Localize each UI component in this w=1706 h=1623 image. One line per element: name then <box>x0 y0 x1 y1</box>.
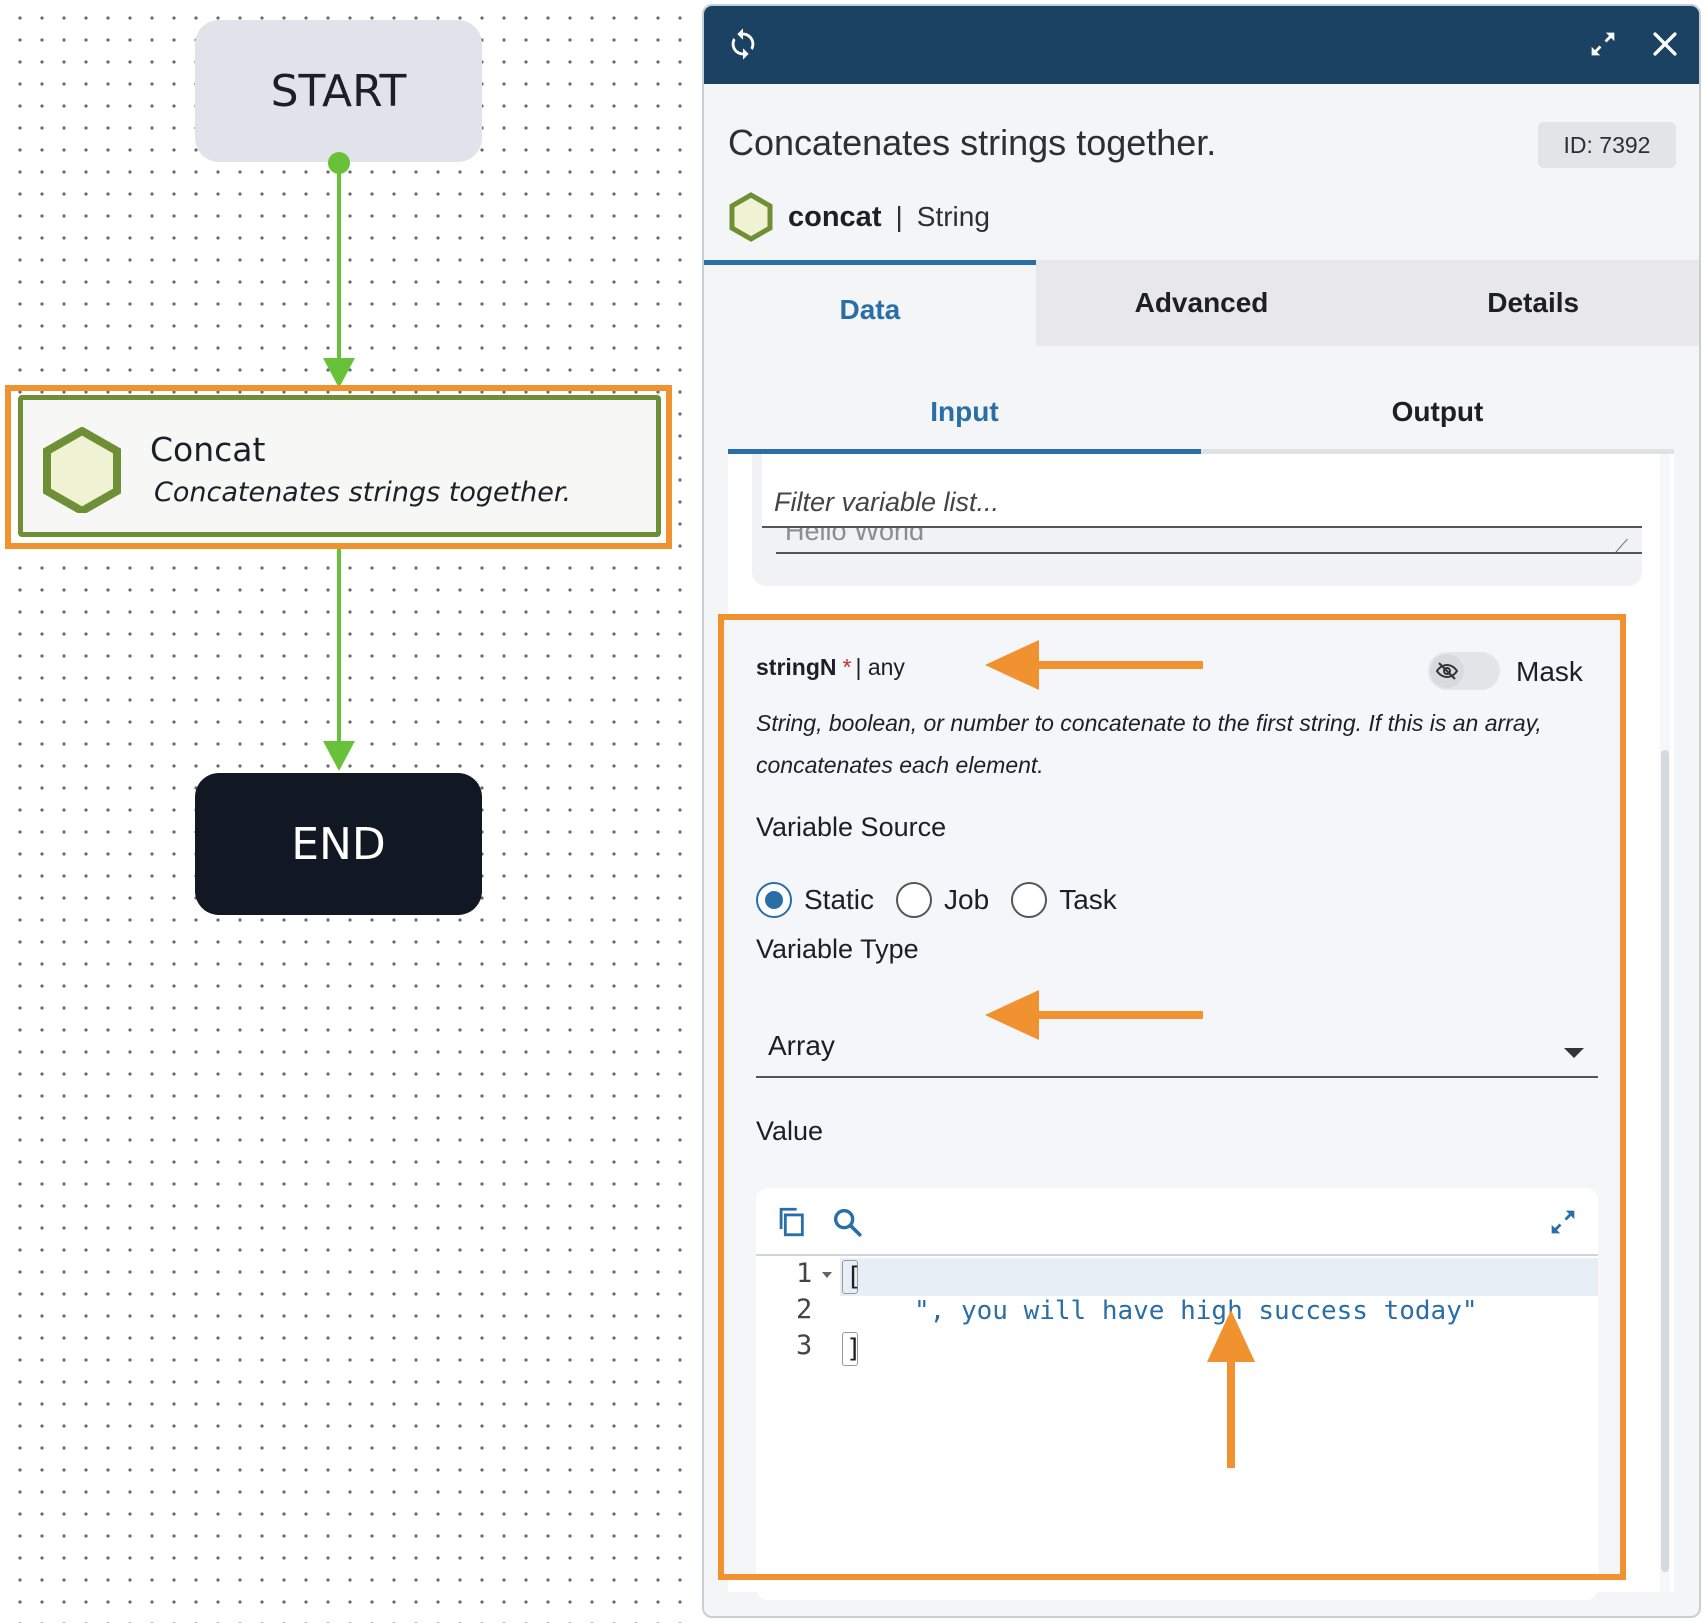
variable-type-value: Array <box>768 1030 835 1061</box>
radio-job-label: Job <box>944 884 990 915</box>
param-annotation-box <box>718 614 1626 1580</box>
hexagon-icon <box>43 427 121 513</box>
tab-data[interactable]: Data <box>704 260 1036 346</box>
close-icon[interactable] <box>1648 27 1682 61</box>
eye-off-icon <box>1435 662 1459 680</box>
task-node-title: Concat <box>150 430 266 469</box>
task-node-description: Concatenates strings together. <box>154 477 572 508</box>
task-name: concat <box>788 200 882 233</box>
filter-variable-input[interactable] <box>762 454 1642 528</box>
annotation-arrow-up-icon <box>1207 1310 1255 1468</box>
tab-advanced[interactable]: Advanced <box>1134 287 1269 318</box>
code-line-3: ] <box>846 1334 862 1364</box>
copy-icon[interactable] <box>774 1205 808 1239</box>
refresh-icon[interactable] <box>726 27 760 61</box>
radio-circle <box>756 882 792 918</box>
scrollbar-thumb[interactable] <box>1661 750 1669 1572</box>
task-subtitle: concat | String <box>728 192 990 242</box>
radio-circle <box>896 882 933 918</box>
workflow-canvas[interactable]: START Concat Concatenates strings togeth… <box>0 0 700 1623</box>
data-subtabs: Input Output <box>728 374 1674 454</box>
expand-icon[interactable] <box>1586 27 1620 61</box>
line-number: 2 <box>796 1294 813 1325</box>
radio-task-label: Task <box>1059 884 1117 915</box>
value-label: Value <box>756 1116 824 1146</box>
subtitle-separator: | <box>895 201 903 232</box>
json-value-editor[interactable]: 1 2 3 [ ", you will have high success to… <box>756 1188 1598 1600</box>
filter-card: Hello World ⟋ <box>752 454 1642 586</box>
concat-task-node[interactable]: Concat Concatenates strings together. <box>18 395 661 537</box>
annotation-arrow-left-icon <box>985 990 1203 1040</box>
radio-circle <box>1011 882 1048 918</box>
param-name: stringN <box>756 654 837 680</box>
variable-type-select[interactable]: Array <box>756 1022 1598 1078</box>
param-type: | any <box>855 654 905 680</box>
radio-static-label: Static <box>804 884 875 915</box>
radio-job[interactable]: Job <box>896 882 989 918</box>
annotation-arrow-left-icon <box>985 640 1203 690</box>
chevron-down-icon <box>1564 1048 1584 1058</box>
radio-task[interactable]: Task <box>1011 882 1117 918</box>
code-line-1: [ <box>846 1262 862 1292</box>
edge-arrowhead <box>323 358 355 388</box>
task-details-panel: Concatenates strings together. ID: 7392 … <box>702 4 1701 1618</box>
edge-start-to-concat <box>337 163 341 363</box>
fold-arrow-icon[interactable] <box>822 1272 832 1278</box>
radio-static[interactable]: Static <box>756 882 874 918</box>
hexagon-icon <box>729 192 773 242</box>
previous-textarea-underline <box>776 552 1642 554</box>
active-line-highlight <box>840 1258 1598 1296</box>
start-node[interactable]: START <box>195 20 482 162</box>
resize-handle-icon[interactable]: ⟋ <box>1615 536 1628 556</box>
param-card-stringN: stringN*| any Mask String, boolean, or n… <box>724 620 1620 1600</box>
required-mark: * <box>842 654 852 680</box>
previous-value-fragment: Hello World <box>785 524 925 542</box>
panel-title: Concatenates strings together. <box>728 122 1217 163</box>
task-type: String <box>916 201 990 232</box>
end-node-label: END <box>291 818 386 870</box>
subtab-output[interactable]: Output <box>1201 374 1674 454</box>
start-node-label: START <box>270 65 407 117</box>
end-node[interactable]: END <box>195 773 482 915</box>
param-header: stringN*| any <box>756 654 905 681</box>
code-line-2: ", you will have high success today" <box>914 1296 1478 1326</box>
panel-header <box>704 6 1699 84</box>
edge-arrowhead <box>323 741 355 771</box>
mask-toggle-knob <box>1430 654 1464 688</box>
scrollbar[interactable] <box>1660 454 1670 1592</box>
input-scroll-area[interactable]: Hello World ⟋ stringN*| any <box>718 454 1674 1600</box>
mask-label: Mask <box>1516 656 1583 687</box>
panel-tabs: Data Advanced Details <box>704 260 1699 346</box>
concat-node-annotation-box <box>5 385 672 549</box>
search-icon[interactable] <box>830 1205 864 1239</box>
mask-toggle[interactable] <box>1428 652 1500 690</box>
variable-type-label: Variable Type <box>756 934 919 964</box>
task-id-badge: ID: 7392 <box>1538 122 1676 168</box>
line-number: 3 <box>796 1330 813 1361</box>
expand-editor-icon[interactable] <box>1546 1205 1580 1239</box>
line-number: 1 <box>796 1258 813 1289</box>
tab-details[interactable]: Details <box>1487 287 1580 318</box>
variable-source-radios: Static Job Task <box>756 882 1139 918</box>
edge-concat-to-end <box>337 549 341 749</box>
variable-source-label: Variable Source <box>756 812 947 842</box>
bracket-match-box <box>842 1332 858 1366</box>
param-description: String, boolean, or number to concatenat… <box>756 710 1542 778</box>
editor-toolbar <box>756 1188 1598 1256</box>
bracket-match-box <box>842 1260 858 1294</box>
subtab-input[interactable]: Input <box>728 374 1201 454</box>
